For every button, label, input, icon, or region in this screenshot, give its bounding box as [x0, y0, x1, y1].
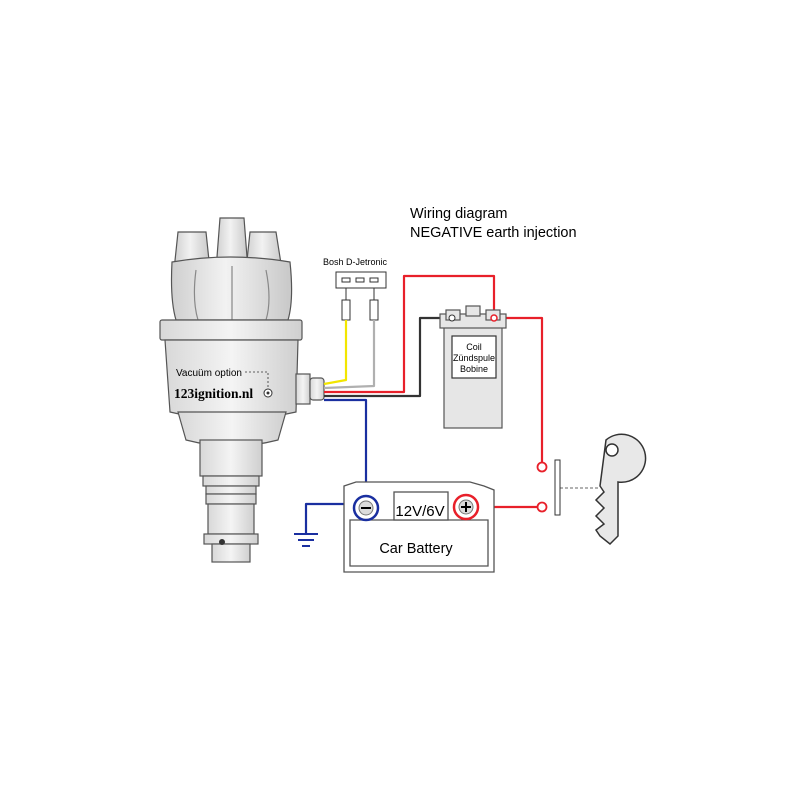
coil-positive-terminal — [490, 314, 498, 322]
vacuum-leader — [245, 371, 269, 388]
switch-terminal-top — [536, 461, 548, 473]
plus-icon — [452, 493, 480, 521]
coil-label-line1: Coil — [466, 342, 482, 352]
key-icon — [594, 433, 647, 546]
vacuum-option-label: Vacuüm option — [176, 368, 242, 379]
red-wire-coil — [324, 274, 496, 394]
switch-terminal-bottom — [536, 501, 548, 513]
black-wire-coil — [324, 316, 452, 398]
battery-name-label: Car Battery — [379, 541, 453, 557]
red-wire-switch-to-coil — [494, 316, 544, 462]
brand-label: 123ignition.nl — [174, 386, 253, 401]
diagram-title-line1: Wiring diagram — [410, 206, 508, 222]
coil-label-line3: Bobine — [460, 364, 488, 374]
minus-icon — [352, 494, 380, 522]
ignition-switch-contact — [554, 459, 561, 516]
battery-voltage-label: 12V/6V — [395, 503, 444, 520]
distributor — [159, 217, 325, 563]
shaft-pin — [219, 539, 225, 545]
jetronic-connector — [335, 271, 387, 321]
yellow-wire — [323, 320, 348, 386]
coil-negative-terminal — [448, 314, 456, 322]
coil-label-line2: Zündspule — [453, 353, 495, 363]
grey-wire — [323, 320, 376, 390]
blue-wire-battery — [324, 398, 368, 504]
connector-label: Bosh D-Jetronic — [323, 257, 388, 267]
ignition-coil — [439, 305, 507, 429]
diagram-title-line2: NEGATIVE earth injection — [410, 225, 577, 241]
ground-icon — [294, 533, 318, 547]
